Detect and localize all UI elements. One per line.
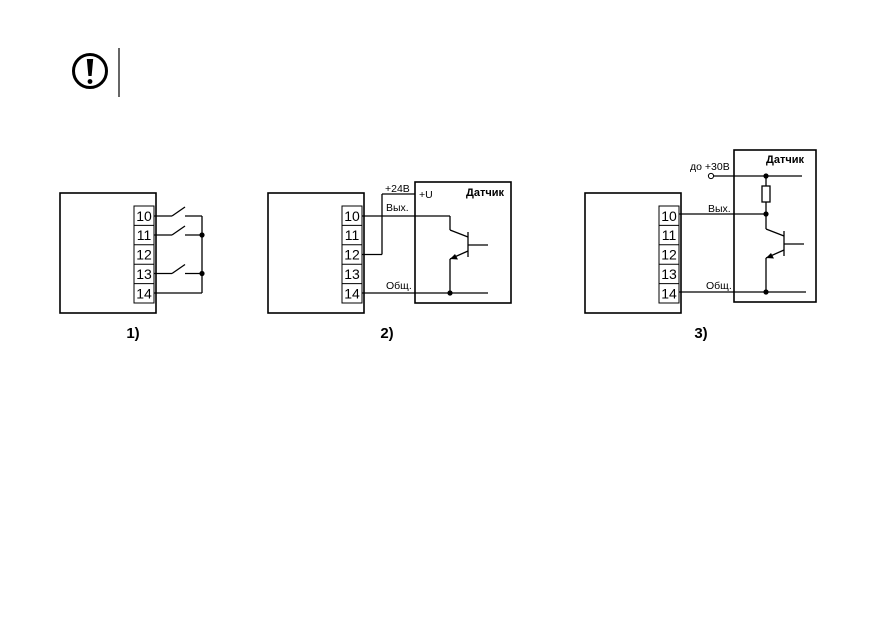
terminal-label: 13 bbox=[136, 266, 152, 282]
terminal-label: 12 bbox=[661, 247, 677, 263]
terminal-label: 10 bbox=[661, 208, 677, 224]
exclamation-circle-icon bbox=[72, 53, 108, 89]
supply-label: +24В bbox=[385, 183, 410, 195]
device-box bbox=[267, 192, 365, 314]
supply-label: до +30В bbox=[690, 161, 730, 173]
common-label: Общ. bbox=[706, 280, 732, 292]
sensor-box bbox=[414, 181, 512, 304]
diagram-2: 10 11 12 13 14 Датчик +24В +U Вых. Общ. bbox=[267, 181, 512, 342]
terminal-label: 14 bbox=[136, 286, 152, 302]
terminal-label: 14 bbox=[344, 286, 360, 302]
diagram-caption: 2) bbox=[380, 325, 393, 342]
terminal-label: 13 bbox=[661, 266, 677, 282]
terminal-label: 14 bbox=[661, 286, 677, 302]
sensor-wiring bbox=[679, 172, 806, 295]
terminal-block bbox=[658, 205, 680, 304]
sensor-title: Датчик bbox=[466, 187, 504, 199]
switch-contacts bbox=[154, 206, 205, 294]
terminal-label: 11 bbox=[345, 227, 360, 243]
output-label: Вых. bbox=[708, 203, 731, 215]
terminal-label: 11 bbox=[662, 227, 677, 243]
terminal-label: 12 bbox=[136, 247, 152, 263]
terminal-label: 12 bbox=[344, 247, 360, 263]
terminal-label: 10 bbox=[136, 208, 152, 224]
terminal-label: 11 bbox=[137, 227, 152, 243]
device-box bbox=[584, 192, 682, 314]
diagram-3: 10 11 12 13 14 Датчик до +30В Вых. Общ. bbox=[584, 149, 817, 342]
diagram-caption: 1) bbox=[126, 325, 139, 342]
sensor-wiring bbox=[362, 193, 488, 296]
sensor-title: Датчик bbox=[766, 154, 804, 166]
terminal-block bbox=[133, 205, 155, 304]
output-label: Вых. bbox=[386, 202, 409, 214]
sensor-box bbox=[733, 149, 817, 303]
terminal-label: 13 bbox=[344, 266, 360, 282]
diagram-caption: 3) bbox=[694, 325, 707, 342]
plus-u-label: +U bbox=[419, 189, 433, 201]
device-box bbox=[59, 192, 157, 314]
terminal-label: 10 bbox=[344, 208, 360, 224]
common-label: Общ. bbox=[386, 280, 412, 292]
diagram-1: 10 11 12 13 14 1) bbox=[59, 192, 205, 342]
